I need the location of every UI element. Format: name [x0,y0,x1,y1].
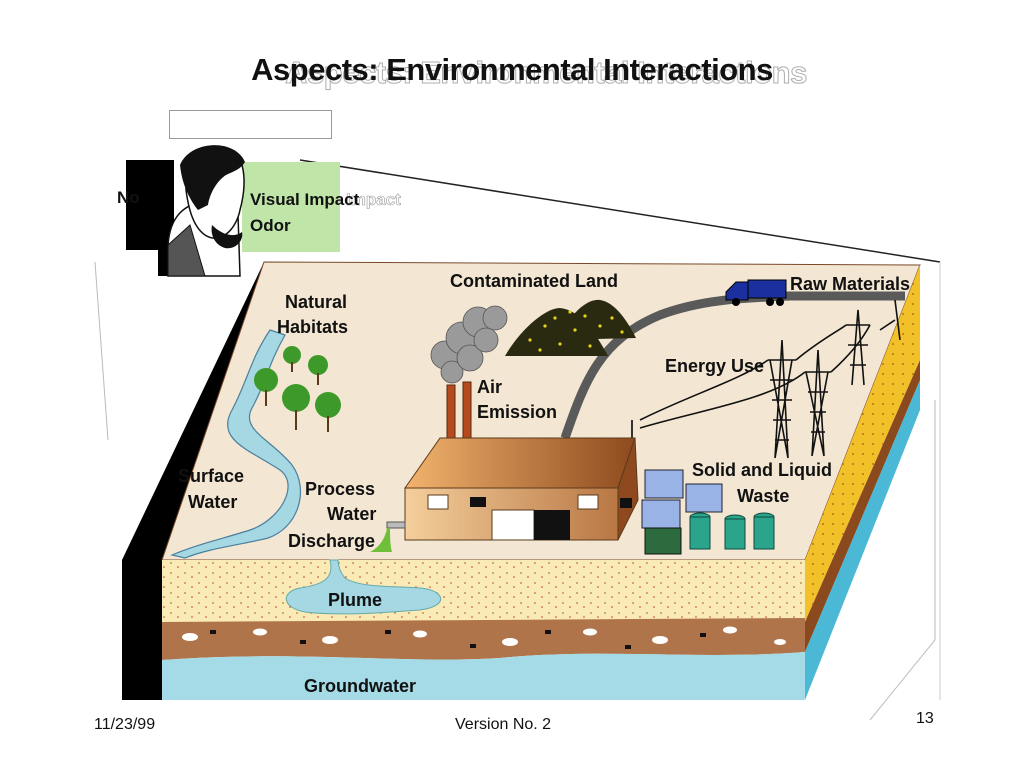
discharge-splash [370,528,392,552]
label-contaminated-land: Contaminated Land [450,271,618,291]
cross-section: Groundwater Plume [162,559,805,700]
black-left-edge [122,560,162,700]
callout: No Impact Visual Impact Odor [117,145,401,277]
groundwater-layer [162,652,805,700]
empty-text-box [169,110,332,139]
groundwater-label: Groundwater [304,676,416,696]
contaminated-heaps [505,299,636,356]
soil-layer [162,618,805,660]
callout-item-visual-impact: Visual Impact [250,190,360,209]
label-natural-2: Habitats [277,317,348,337]
label-solid-1: Solid and Liquid [692,460,832,480]
label-surface-1: Surface [178,466,244,486]
callout-black-bg [126,160,174,250]
waste-containers [641,469,775,555]
chimney-left [446,384,456,441]
discharge-pipe [386,521,406,529]
label-process-1: Process [305,479,375,499]
smoke-cloud [430,305,508,384]
perspective-frame [94,159,941,721]
label-process-2: Water [327,504,376,524]
footer-version: Version No. 2 [455,716,552,733]
person-icon [167,145,245,277]
slide-title: Aspects: Environmental Interactions [251,52,773,87]
plume-label: Plume [328,590,382,610]
callout-item-odor: Odor [250,216,291,235]
label-surface-2: Water [188,492,237,512]
label-energy-use: Energy Use [665,356,764,376]
chimney-right [462,381,472,441]
label-natural-1: Natural [285,292,347,312]
label-process-3: Discharge [288,531,375,551]
truck [725,279,787,306]
callout-ghost-text: Impact [346,190,401,209]
label-air-2: Emission [477,402,557,422]
footer-date: 11/23/99 [94,716,156,733]
trees [254,346,341,432]
power-towers [639,299,901,459]
label-solid-2: Waste [737,486,789,506]
label-air-1: Air [477,377,502,397]
side-soil-layer [805,360,920,652]
factory [404,420,639,541]
title-ghost: Aspects: Environmental Interactions [285,55,808,91]
footer-page-number: 13 [916,710,934,727]
side-water-layer [805,380,920,700]
label-raw-materials: Raw Materials [790,274,910,294]
callout-prefix: No [117,188,140,207]
plume [285,559,442,615]
surface-river [170,329,301,559]
